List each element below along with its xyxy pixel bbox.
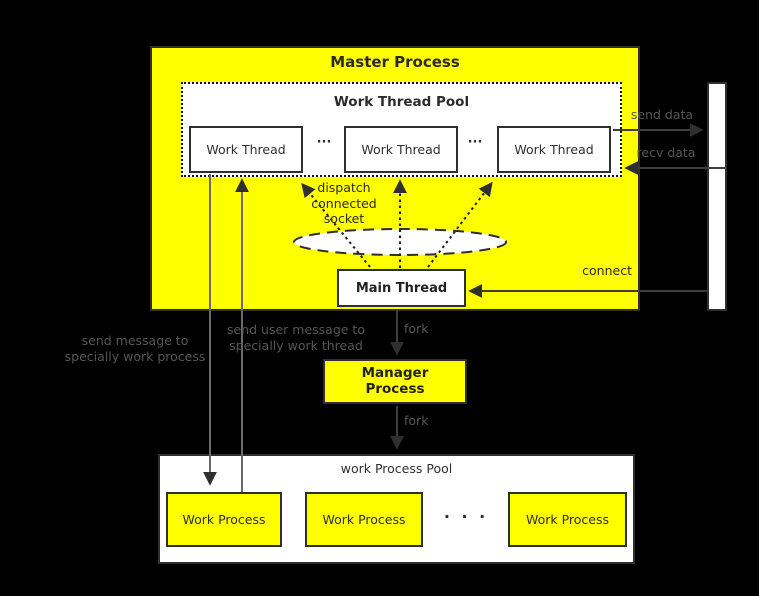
- client-bar: [707, 82, 727, 311]
- main-thread-label: Main Thread: [355, 280, 448, 296]
- work-thread-label-2: Work Thread: [361, 142, 441, 157]
- work-process-box-1: Work Process: [166, 492, 282, 547]
- work-process-pool-title: work Process Pool: [340, 461, 453, 476]
- master-process-title: Master Process: [330, 53, 460, 71]
- work-thread-label-3: Work Thread: [514, 142, 594, 157]
- work-process-box-3: Work Process: [508, 492, 627, 547]
- work-process-label-2: Work Process: [322, 512, 406, 527]
- send-data-label: send data: [630, 107, 694, 122]
- fork-label-bottom: fork: [404, 413, 429, 428]
- thread-ellipsis-2: ···: [467, 135, 483, 150]
- send-user-message-label: send user message to specially work thre…: [227, 322, 365, 353]
- work-thread-label-1: Work Thread: [206, 142, 286, 157]
- manager-process-box: Manager Process: [323, 359, 467, 404]
- connect-label: connect: [582, 263, 632, 278]
- work-thread-pool-title: Work Thread Pool: [333, 94, 470, 110]
- work-process-box-2: Work Process: [305, 492, 423, 547]
- work-thread-box-1: Work Thread: [189, 126, 303, 173]
- work-process-label-1: Work Process: [182, 512, 266, 527]
- thread-ellipsis-1: ···: [316, 135, 332, 150]
- main-thread-box: Main Thread: [337, 269, 466, 307]
- fork-label-top: fork: [404, 321, 429, 336]
- work-thread-box-2: Work Thread: [344, 126, 458, 173]
- work-thread-box-3: Work Thread: [497, 126, 611, 173]
- recv-data-label: recv data: [636, 145, 696, 160]
- manager-process-label: Manager Process: [361, 365, 429, 397]
- send-message-label: send message to specially work process: [64, 333, 206, 364]
- work-process-label-3: Work Process: [525, 512, 610, 527]
- dispatch-connected-socket-label: dispatch connected socket: [311, 180, 377, 226]
- process-ellipsis: · · ·: [443, 507, 489, 526]
